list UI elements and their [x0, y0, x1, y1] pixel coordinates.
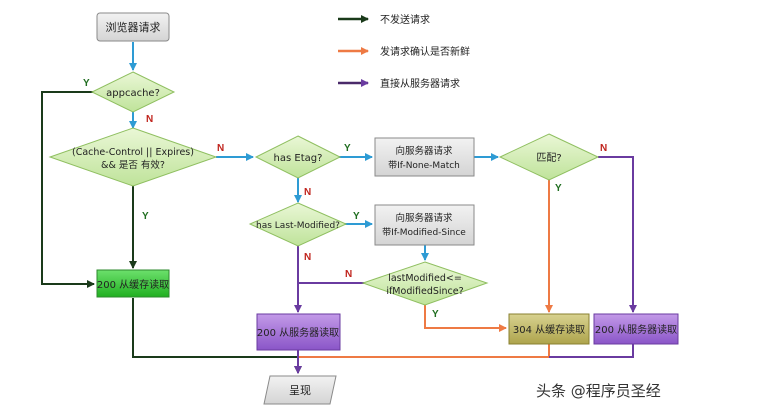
node-cache-control — [48, 127, 218, 187]
node-server-request-lastmodified — [374, 204, 475, 246]
label-lastmodified-no: N — [304, 252, 311, 263]
node-render — [263, 375, 337, 405]
legend-label-no-request: 不发送请求 — [380, 13, 430, 26]
node-has-last-modified-label: has Last-Modified? — [256, 221, 340, 231]
legend-label-validate: 发请求确认是否新鲜 — [380, 45, 470, 58]
node-match-label: 匹配? — [536, 152, 561, 164]
node-browser-request-label: 浏览器请求 — [106, 20, 161, 34]
node-cache-control-line2: && 是否 有效? — [101, 159, 165, 171]
node-render-label: 呈现 — [289, 384, 311, 397]
node-has-etag — [254, 135, 342, 179]
node-server-request-etag — [374, 137, 475, 177]
label-compare-no: N — [345, 269, 352, 280]
node-appcache-label: appcache? — [106, 88, 160, 99]
node-server-request-lastmodified-line2: 带If-Modified-Since — [382, 227, 466, 238]
label-match-yes: Y — [555, 183, 562, 194]
node-has-etag-label: has Etag? — [274, 153, 323, 164]
nodes: 浏览器请求 appcache? (Cache-Control || Expire… — [48, 12, 679, 405]
node-server-request-etag-line1: 向服务器请求 — [395, 145, 453, 157]
watermark: 头条 @程序员圣经 — [536, 382, 661, 400]
node-cache-200-label: 200 从缓存读取 — [97, 278, 169, 291]
label-appcache-yes: Y — [83, 78, 90, 89]
label-match-no: N — [600, 143, 607, 154]
edges — [41, 42, 637, 374]
legend-label-server: 直接从服务器请求 — [380, 77, 460, 90]
edge-labels: Y N N Y Y N Y N N Y Y N — [83, 78, 607, 320]
edge-compare-yes — [424, 305, 507, 332]
node-cache-200 — [96, 269, 170, 298]
node-cache-304 — [508, 313, 590, 345]
node-cache-304-label: 304 从缓存读取 — [513, 323, 585, 336]
label-etag-no: N — [304, 187, 311, 198]
node-server-200-right — [593, 313, 679, 345]
node-server-request-lastmodified-line1: 向服务器请求 — [395, 212, 453, 224]
node-has-last-modified — [248, 202, 348, 247]
edge-match-no — [598, 156, 637, 313]
node-last-modified-compare — [361, 261, 489, 306]
node-server-200-right-label: 200 从服务器读取 — [595, 323, 677, 336]
node-last-modified-compare-line1: lastModified<= — [388, 273, 462, 284]
node-cache-control-line1: (Cache-Control || Expires) — [72, 147, 194, 158]
legend: 不发送请求 发请求确认是否新鲜 直接从服务器请求 — [338, 13, 470, 90]
label-cachecontrol-no: N — [217, 143, 224, 154]
node-server-request-etag-line2: 带If-None-Match — [388, 160, 460, 171]
node-match — [498, 133, 600, 181]
label-compare-yes: Y — [432, 309, 439, 320]
node-server-200-left — [256, 313, 341, 351]
node-last-modified-compare-line2: ifModifiedSince? — [386, 286, 463, 297]
label-appcache-no: N — [146, 114, 153, 125]
label-cachecontrol-yes: Y — [142, 211, 149, 222]
edge-server200-right-to-render — [549, 344, 634, 358]
label-lastmodified-yes: Y — [353, 211, 360, 222]
node-appcache — [90, 71, 176, 113]
node-server-200-left-label: 200 从服务器读取 — [257, 326, 339, 339]
node-browser-request — [96, 12, 170, 42]
edge-appcache-yes — [41, 91, 95, 288]
label-etag-yes: Y — [344, 143, 351, 154]
